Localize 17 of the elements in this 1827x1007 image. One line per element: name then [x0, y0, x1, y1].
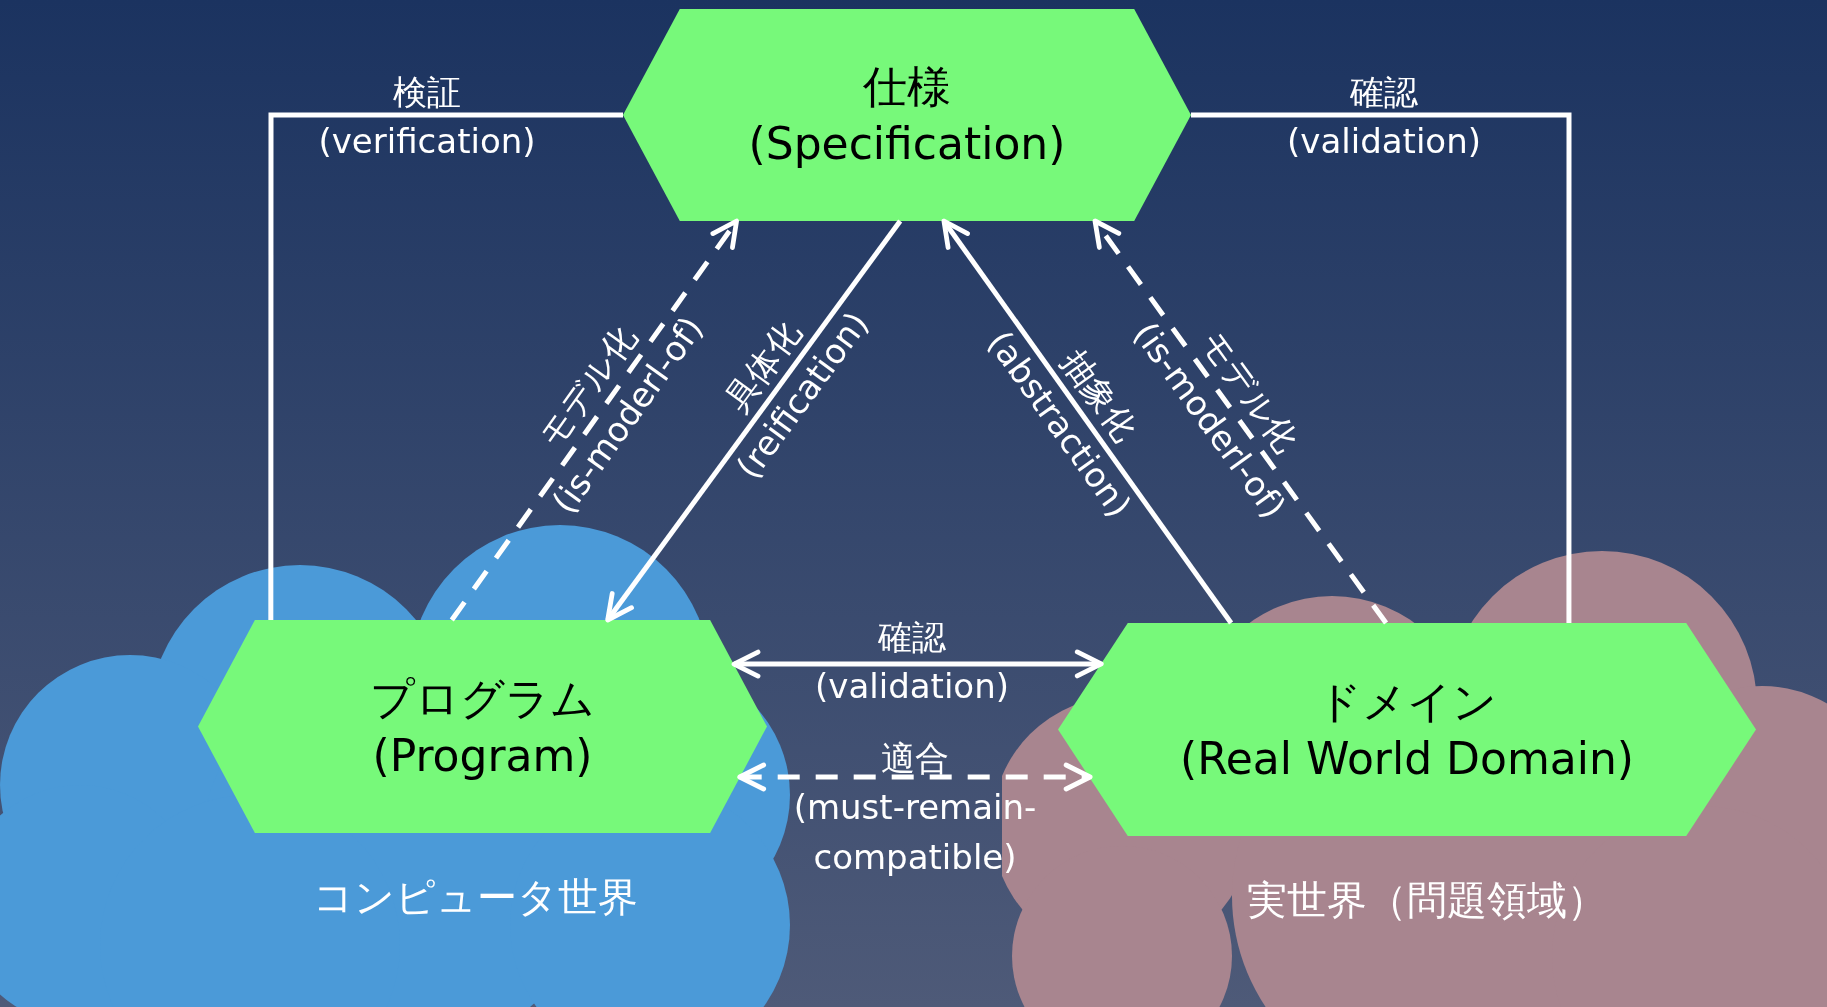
- arrow: [731, 649, 1104, 679]
- arrow: [449, 218, 739, 622]
- connector-line: [1191, 112, 1572, 623]
- arrow: [1092, 218, 1389, 625]
- node-label: 仕様 (Specification): [748, 59, 1066, 171]
- node-label: プログラム (Program): [370, 671, 595, 783]
- connector-line: [268, 112, 623, 620]
- region-label: コンピュータ世界: [312, 873, 638, 922]
- arrow: [737, 762, 1093, 792]
- region-label: 実世界（問題領域）: [1247, 876, 1607, 925]
- edge-label: 検証 (verification): [317, 70, 537, 163]
- arrow: [941, 218, 1234, 625]
- node-label: ドメイン (Real World Domain): [1180, 674, 1634, 786]
- arrow: [605, 219, 903, 623]
- edge-label: 適合 (must-remain-compatible): [792, 737, 1038, 879]
- edge-label: 確認 (validation): [1286, 70, 1482, 163]
- edge-label: 確認 (validation): [814, 615, 1010, 708]
